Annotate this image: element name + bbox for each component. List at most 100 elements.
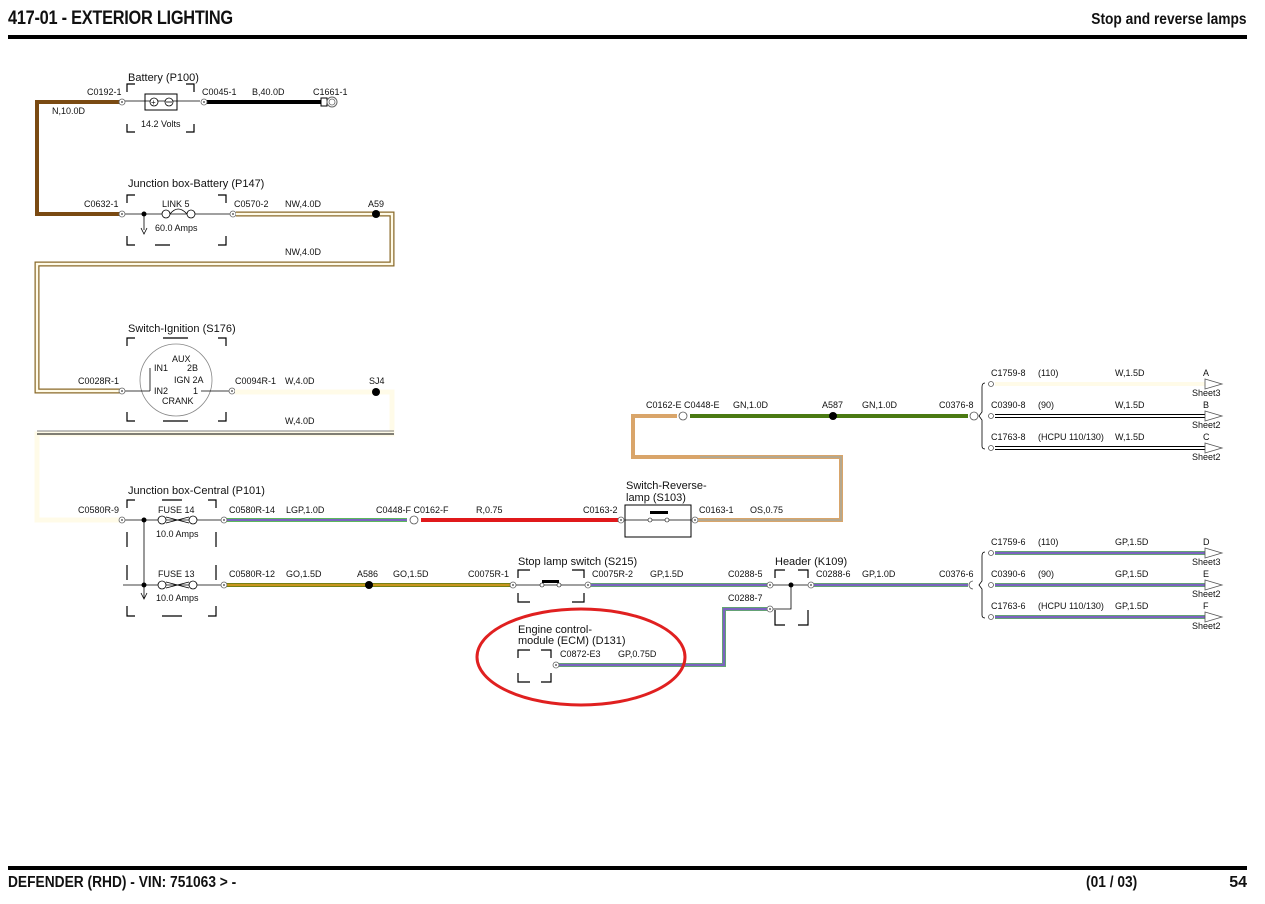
pin-icon [988, 413, 994, 419]
pin-icon [988, 614, 994, 620]
output-sheet: Sheet2 [1192, 589, 1221, 599]
fuse-rating: 10.0 Amps [156, 593, 199, 603]
jb-battery-title: Junction box-Battery (P147) [128, 178, 264, 190]
wire-label: NW,4.0D [285, 199, 322, 209]
sheet-arrow-icon[interactable] [1204, 442, 1224, 454]
output-sheet: Sheet3 [1192, 388, 1221, 398]
pin-label: IN1 [154, 363, 168, 373]
wire-label: GP,1.5D [650, 569, 684, 579]
output-variant: (HCPU 110/130) [1038, 432, 1104, 442]
output-conn: C1763-8 [991, 432, 1026, 442]
conn-label: C0288-7 [728, 593, 763, 603]
conn-label: C0570-2 [234, 199, 269, 209]
junction-box-central[interactable]: Junction box-Central (P101) FUSE 14 10.0… [123, 485, 265, 617]
splice-dot [372, 210, 380, 218]
wire-label: GN,1.0D [862, 400, 898, 410]
output-wire: GP,1.5D [1115, 537, 1149, 547]
wire-label: W,4.0D [285, 376, 315, 386]
wire-w-4[interactable] [34, 389, 395, 523]
footer-rule [8, 866, 1247, 870]
output-wire: W,1.5D [1115, 432, 1145, 442]
wire-os-075[interactable] [631, 414, 843, 522]
ecm-title-1: Engine control- [518, 624, 592, 636]
header-k109[interactable]: Header (K109) [773, 556, 847, 626]
conn-label: C0094R-1 [235, 376, 276, 386]
fuse-label: FUSE 13 [158, 569, 195, 579]
wire-label: GN,1.0D [733, 400, 769, 410]
output-variant: (110) [1038, 368, 1058, 378]
battery-voltage: 14.2 Volts [141, 119, 181, 129]
pin-icon [988, 381, 994, 387]
conn-label: C0288-6 [816, 569, 851, 579]
stop-lamp-switch[interactable]: Stop lamp switch (S215) [516, 556, 637, 603]
wire-nw-4[interactable] [34, 211, 395, 394]
pin-label: 2B [187, 363, 198, 373]
conn-label: C0580R-14 [229, 505, 275, 515]
sheet-arrow-icon[interactable] [1204, 378, 1224, 390]
output-conn: C1759-8 [991, 368, 1026, 378]
conn-label: C0162-E C0448-E [646, 400, 720, 410]
conn-label: C0580R-9 [78, 505, 119, 515]
output-variant: (90) [1038, 569, 1054, 579]
ignition-title: Switch-Ignition (S176) [128, 323, 236, 335]
wire-label: OS,0.75 [750, 505, 783, 515]
wire-label: LGP,1.0D [286, 505, 325, 515]
conn-label: C0580R-12 [229, 569, 275, 579]
conn-label: C0872-E3 [560, 649, 601, 659]
fuse-label: FUSE 14 [158, 505, 195, 515]
output-conn: C0390-8 [991, 400, 1026, 410]
junction-box-battery[interactable]: Junction box-Battery (P147) LINK 5 60.0 … [125, 178, 264, 246]
conn-label: C0288-5 [728, 569, 763, 579]
output-letter: B [1203, 400, 1209, 410]
page-title: 417-01 - EXTERIOR LIGHTING [8, 8, 233, 29]
fuse13-icon [157, 580, 198, 590]
battery-positive-icon [149, 97, 159, 107]
sheet-arrow-icon[interactable] [1204, 611, 1224, 623]
wire-gp-075[interactable] [558, 607, 767, 667]
ground-arrow-icon [140, 227, 148, 235]
sheet-arrow-icon[interactable] [1204, 547, 1224, 559]
highlight-annotation-circle [475, 607, 687, 707]
reverse-lamp-switch[interactable]: Switch-Reverse- lamp (S103) [624, 480, 707, 538]
splice-label: A586 [357, 569, 378, 579]
pin-label: IGN 2A [174, 375, 204, 385]
ground-arrow-icon [140, 592, 148, 600]
branch-bracket [978, 382, 986, 450]
wire-label: B,40.0D [252, 87, 285, 97]
ecm-module[interactable]: Engine control- module (ECM) (D131) [517, 624, 626, 683]
output-letter: C [1203, 432, 1210, 442]
output-wire: W,1.5D [1115, 368, 1145, 378]
sheet-arrow-icon[interactable] [1204, 579, 1224, 591]
wire-n-10[interactable] [35, 100, 122, 216]
wire-label: GP,1.0D [862, 569, 896, 579]
conn-label: C0192-1 [87, 87, 122, 97]
ignition-switch[interactable]: Switch-Ignition (S176) AUX IN1 2B IGN 2A… [125, 323, 236, 422]
output-conn: C0390-6 [991, 569, 1026, 579]
wire-label: NW,4.0D [285, 247, 322, 257]
output-wire: W,1.5D [1115, 400, 1145, 410]
output-letter: F [1203, 601, 1209, 611]
sheet-arrow-icon[interactable] [1204, 410, 1224, 422]
pin-label: IN2 [154, 386, 168, 396]
page-number: 54 [1229, 874, 1247, 891]
conn-label: C0632-1 [84, 199, 119, 209]
page-subtitle: Stop and reverse lamps [1091, 11, 1247, 28]
output-variant: (HCPU 110/130) [1038, 601, 1104, 611]
vehicle-info: DEFENDER (RHD) - VIN: 751063 > - [8, 874, 237, 891]
pin-icon [988, 582, 994, 588]
conn-label: C0376-8 [939, 400, 974, 410]
battery-component[interactable]: + Battery (P100) 14.2 Volts [124, 72, 200, 133]
wire-label: GO,1.5D [286, 569, 322, 579]
header-title: Header (K109) [775, 556, 847, 568]
pin-label: CRANK [162, 396, 194, 406]
conn-label: C0028R-1 [78, 376, 119, 386]
